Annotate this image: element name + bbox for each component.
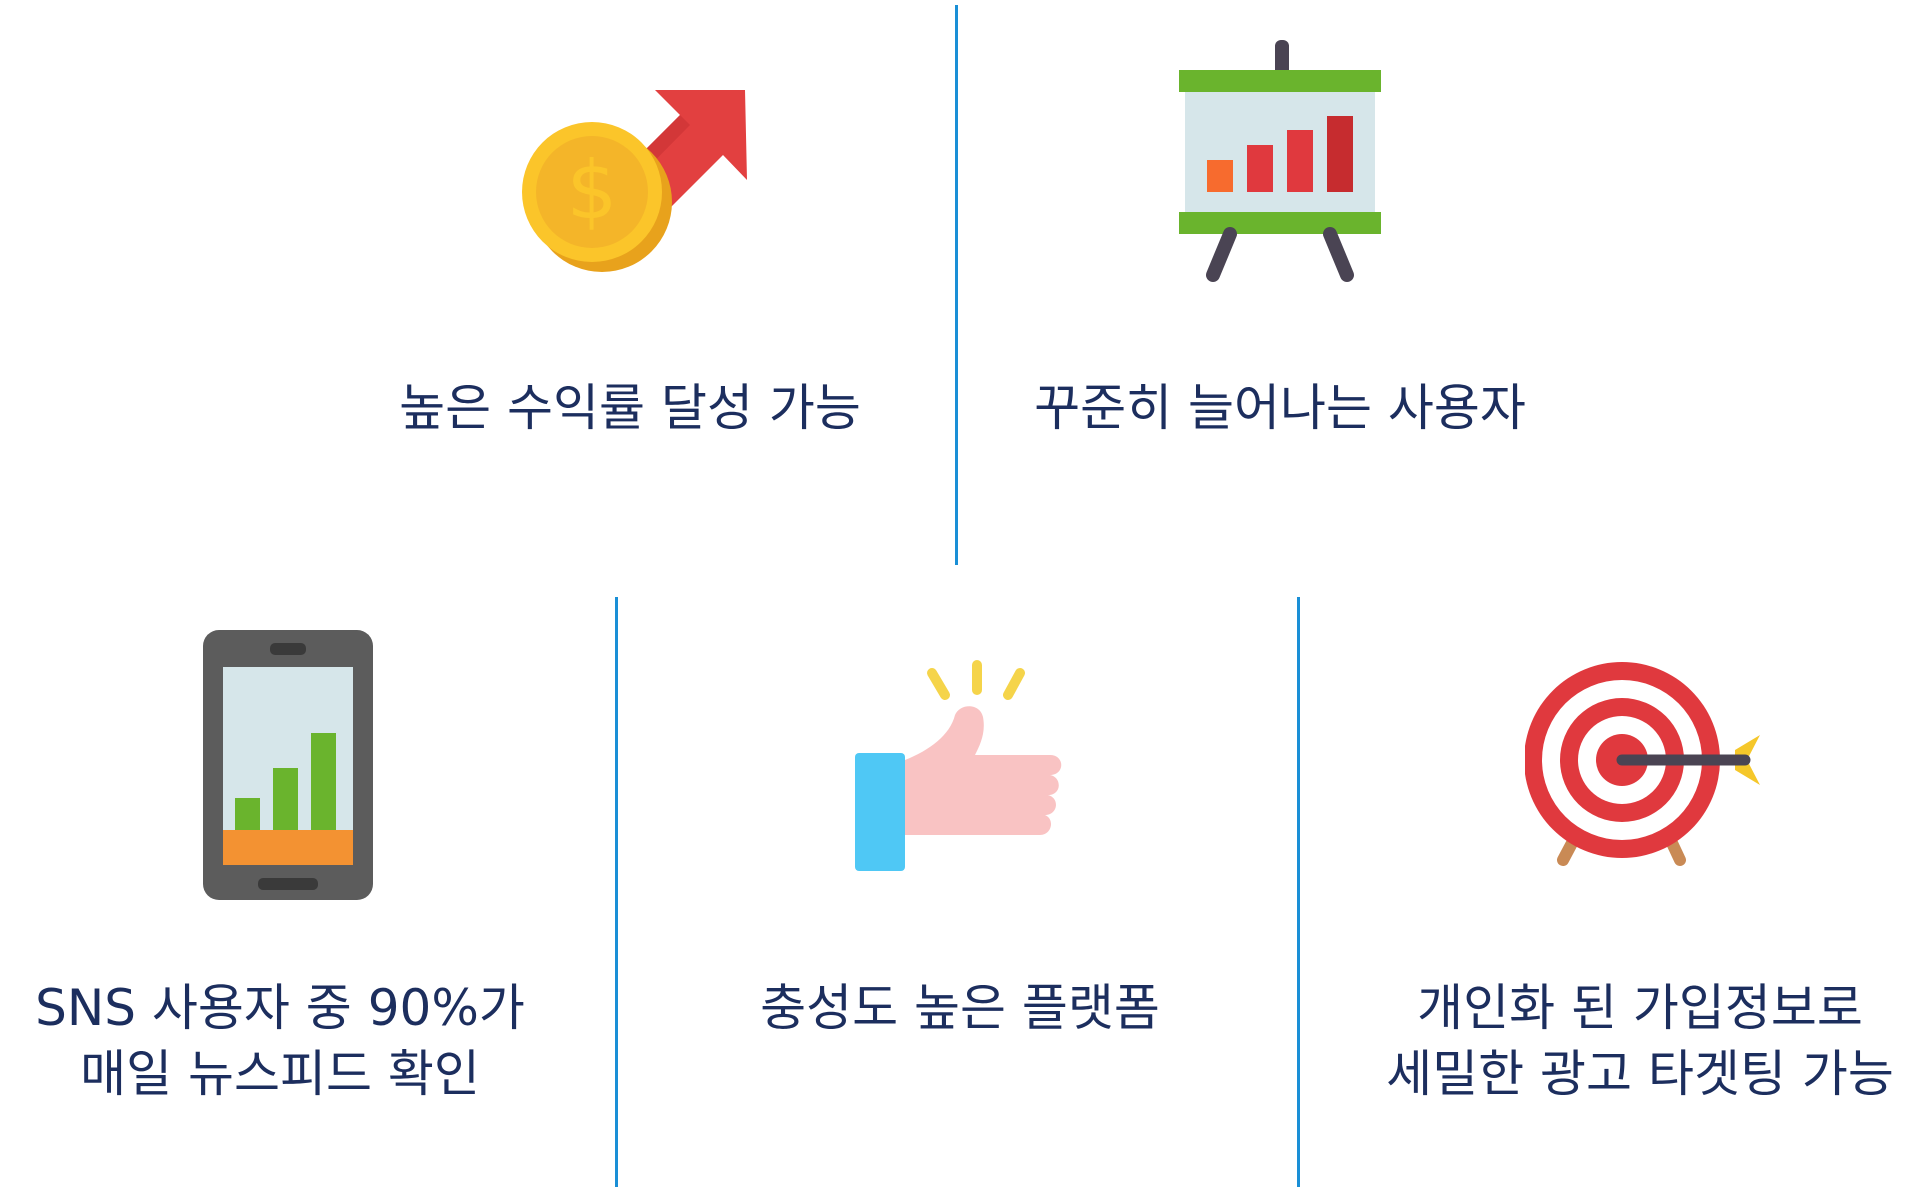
svg-text:$: $ — [567, 144, 618, 237]
target-arrow-icon — [1524, 660, 1765, 870]
divider-bottom-left — [615, 597, 618, 1187]
feature-label-loyalty: 충성도 높은 플랫폼 — [760, 979, 1160, 1037]
thumbs-up-icon — [850, 655, 1070, 875]
divider-top-center — [955, 5, 958, 565]
feature-label-sns-line2: 매일 뉴스피드 확인 — [80, 1045, 480, 1103]
feature-label-targeting-line2: 세밀한 광고 타겟팅 가능 — [1386, 1045, 1894, 1103]
presentation-chart-icon — [1175, 40, 1385, 290]
coin-arrow-up-icon: $ — [510, 40, 760, 285]
divider-bottom-right — [1297, 597, 1300, 1187]
feature-label-profit: 높은 수익률 달성 가능 — [399, 379, 861, 437]
smartphone-chart-icon — [203, 630, 373, 900]
feature-label-targeting: 개인화 된 가입정보로 세밀한 광고 타겟팅 가능 — [1360, 975, 1920, 1107]
feature-label-sns-line1: SNS 사용자 중 90%가 — [35, 979, 525, 1037]
feature-label-users: 꾸준히 늘어나는 사용자 — [1034, 379, 1526, 437]
feature-label-targeting-line1: 개인화 된 가입정보로 — [1417, 979, 1863, 1037]
feature-label-sns: SNS 사용자 중 90%가 매일 뉴스피드 확인 — [20, 975, 540, 1107]
